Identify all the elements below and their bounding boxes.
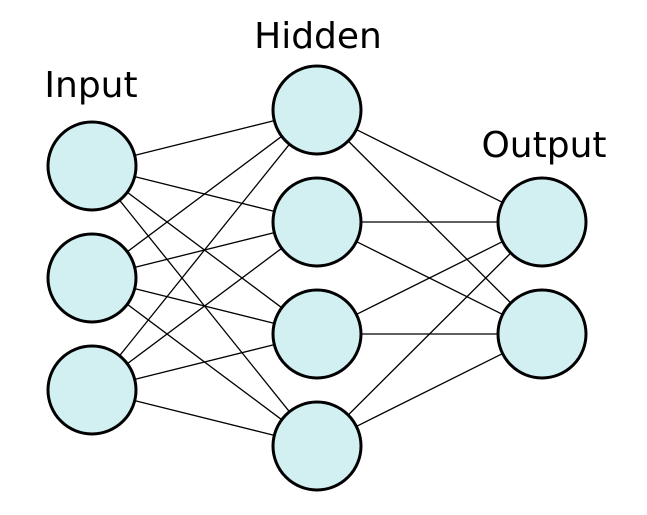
hidden-node-3 xyxy=(271,288,363,380)
edge-hidden-1-to-output-1 xyxy=(356,129,503,203)
output-node-2 xyxy=(496,288,588,380)
neurons xyxy=(46,64,588,492)
input-node-1 xyxy=(46,120,138,212)
hidden-node-1 xyxy=(271,64,363,156)
connections xyxy=(119,119,512,437)
input-node-3 xyxy=(46,344,138,436)
edge-input-3-to-hidden-2 xyxy=(126,247,283,365)
edge-input-2-to-hidden-1 xyxy=(126,135,283,253)
edge-hidden-3-to-output-1 xyxy=(356,241,503,315)
hidden-node-4 xyxy=(271,400,363,492)
edge-input-1-to-hidden-1 xyxy=(134,119,275,157)
hidden-layer-label: Hidden xyxy=(254,16,382,57)
edge-input-3-to-hidden-4 xyxy=(134,399,275,437)
output-layer-label: Output xyxy=(481,125,606,166)
input-layer-label: Input xyxy=(44,65,137,106)
edge-hidden-4-to-output-1 xyxy=(347,252,512,416)
hidden-node-2 xyxy=(271,176,363,268)
edge-input-3-to-hidden-1 xyxy=(119,143,290,357)
input-node-2 xyxy=(46,232,138,324)
edge-hidden-4-to-output-2 xyxy=(356,353,503,427)
edge-input-3-to-hidden-3 xyxy=(134,343,275,381)
output-node-1 xyxy=(496,176,588,268)
